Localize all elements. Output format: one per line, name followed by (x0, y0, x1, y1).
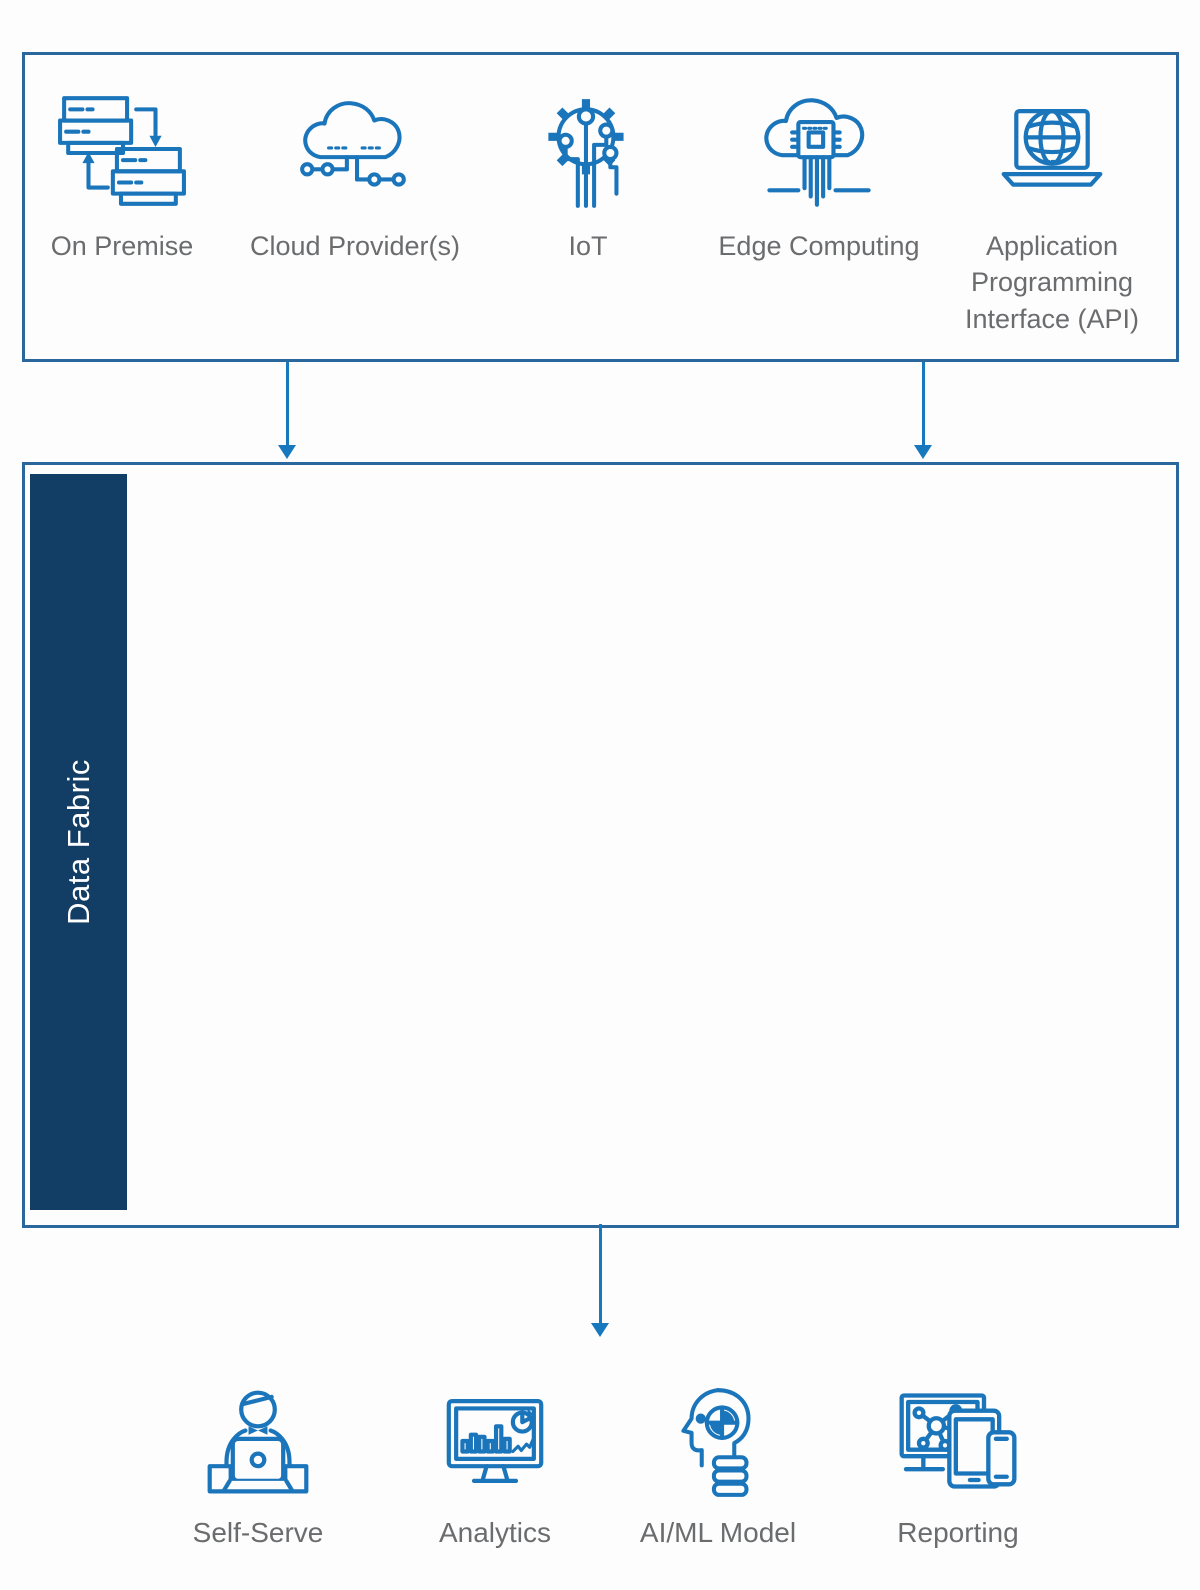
laptop-globe-icon (1001, 108, 1103, 187)
source-label: Edge Computing (718, 231, 920, 261)
source-item-iot: IoT (482, 88, 694, 264)
source-label: IoT (568, 231, 608, 261)
flow-arrow-left-line (286, 362, 289, 446)
sources-box (22, 52, 1179, 362)
flow-arrow-right-head (914, 445, 932, 459)
monitor-charts-icon (446, 1399, 544, 1483)
source-item-api: Application Programming Interface (API) (946, 88, 1158, 337)
source-item-edge-computing: Edge Computing (713, 88, 925, 264)
person-laptop-icon (207, 1390, 309, 1494)
flow-arrow-right-line (922, 362, 925, 446)
source-label: Application Programming Interface (API) (964, 231, 1140, 334)
servers-sync-icon (58, 96, 186, 206)
consumer-label: AI/ML Model (639, 1517, 797, 1548)
gear-circuit-icon (548, 99, 624, 208)
flow-arrow-output-head (591, 1323, 609, 1337)
devices-network-icon (899, 1393, 1017, 1489)
consumer-item-ai-ml-model: AI/ML Model (603, 1378, 833, 1552)
consumer-label: Reporting (897, 1517, 1019, 1548)
cloud-chip-icon (764, 98, 871, 207)
cloud-circuit-icon (300, 101, 406, 187)
head-ai-icon (681, 1388, 751, 1497)
data-fabric-label: Data Fabric (60, 759, 96, 925)
source-label: On Premise (50, 231, 194, 261)
source-item-on-premise: On Premise (16, 88, 228, 264)
consumer-item-self-serve: Self-Serve (143, 1378, 373, 1552)
flow-arrow-left-head (278, 445, 296, 459)
source-label: Cloud Provider(s) (249, 231, 461, 261)
data-fabric-box (22, 462, 1179, 1228)
flow-arrow-output-line (599, 1224, 602, 1324)
source-item-cloud-providers: Cloud Provider(s) (249, 88, 461, 264)
consumer-item-analytics: Analytics (380, 1378, 610, 1552)
consumer-label: Self-Serve (192, 1517, 324, 1548)
data-fabric-bar: Data Fabric (30, 474, 127, 1210)
consumer-label: Analytics (438, 1517, 552, 1548)
consumer-item-reporting: Reporting (843, 1378, 1073, 1552)
